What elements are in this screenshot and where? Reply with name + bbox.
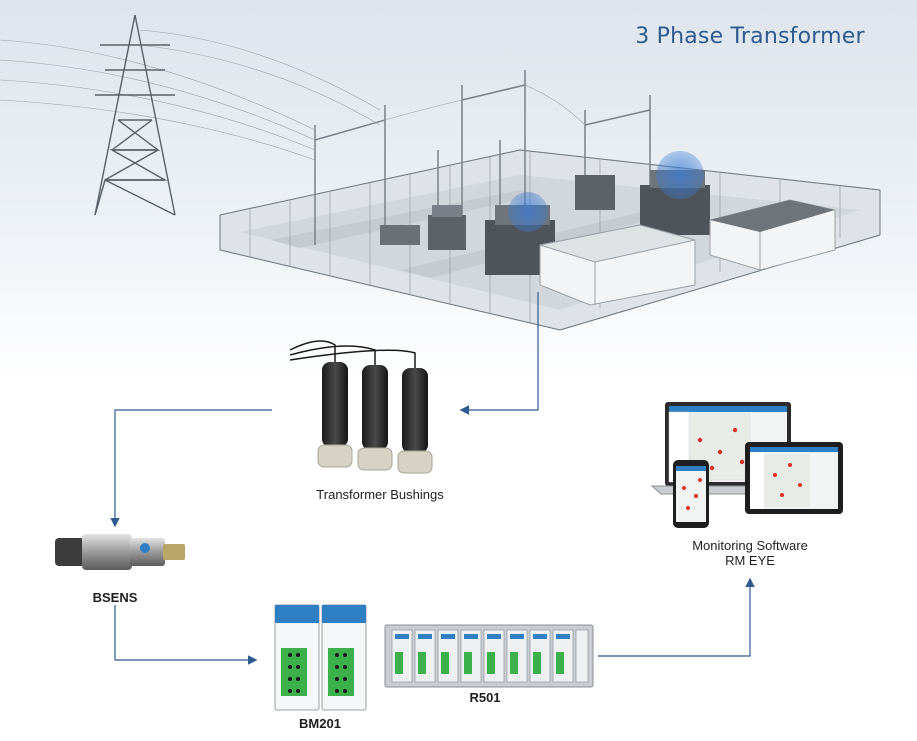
flow-r501-to-software [598, 577, 755, 657]
highlight-marker [508, 192, 548, 232]
substation-illustration [0, 29, 881, 331]
monitoring-devices [650, 402, 843, 528]
bsens-label: BSENS [92, 590, 138, 605]
bushing-icon [317, 362, 353, 468]
rack-chassis-icon [384, 624, 594, 688]
transformer-bushings [289, 340, 433, 474]
r501-label: R501 [469, 690, 501, 705]
highlight-marker [656, 151, 704, 199]
bm201-label: BM201 [299, 716, 341, 731]
din-module-icon [274, 604, 320, 711]
software-label-line1: Monitoring Software [692, 538, 808, 553]
sensor-icon [55, 534, 185, 570]
flow-substation-to-bushings [459, 292, 539, 415]
bushing-icon [397, 368, 433, 474]
flow-lines [110, 292, 755, 665]
bushing-icon [357, 365, 393, 471]
flow-bsens-to-bm201 [114, 605, 258, 665]
page-title: 3 Phase Transformer [635, 24, 865, 49]
din-module-icon [321, 604, 367, 711]
transformer-left [380, 205, 466, 250]
switch-building [709, 199, 836, 271]
software-label: Monitoring Software RM EYE [660, 538, 840, 568]
software-label-line2: RM EYE [725, 553, 775, 568]
tablet-icon [745, 442, 843, 514]
flow-bushings-to-bsens [110, 409, 272, 528]
transmission-tower-icon [94, 14, 176, 216]
phone-icon [673, 460, 709, 528]
bm201-modules [274, 604, 367, 711]
transformer-right [575, 151, 710, 235]
bushings-label: Transformer Bushings [316, 487, 444, 502]
control-building [539, 224, 696, 306]
